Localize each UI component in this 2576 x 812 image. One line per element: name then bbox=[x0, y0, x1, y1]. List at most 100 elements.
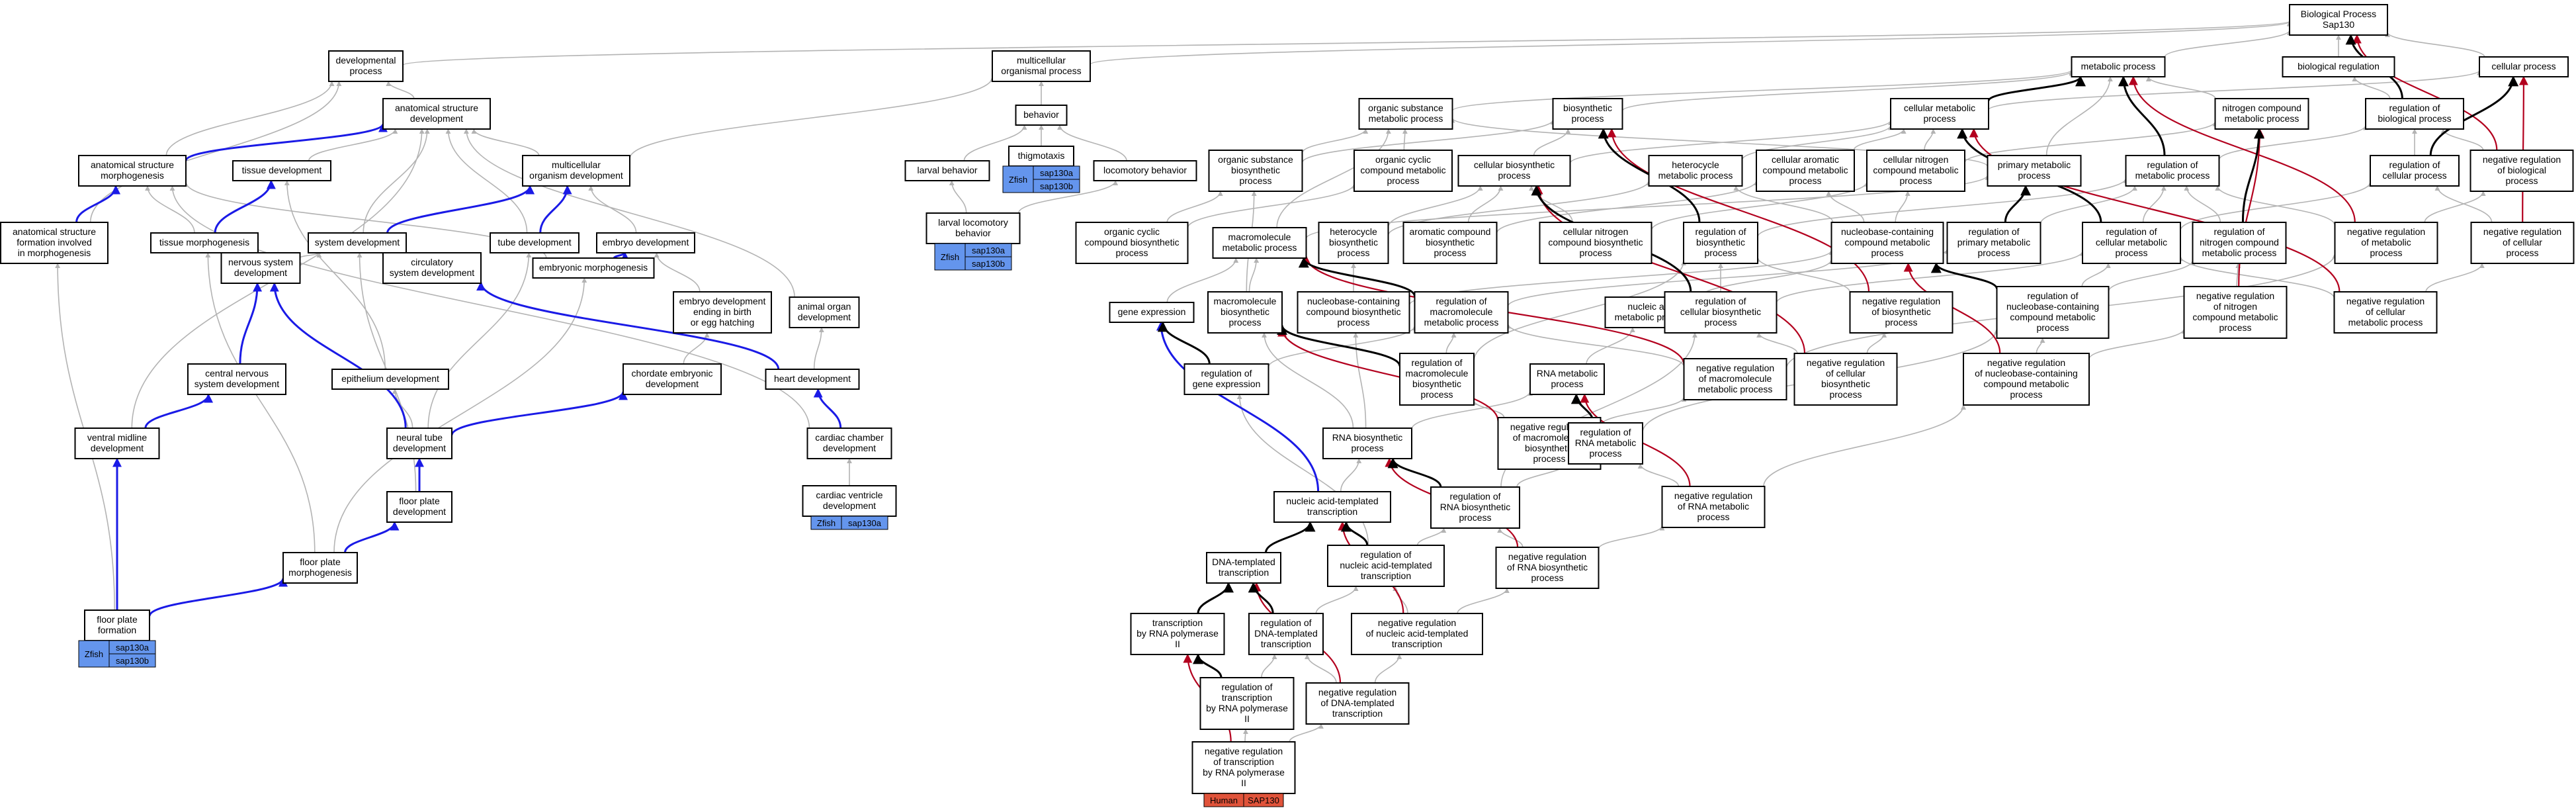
node-larvalbeh[interactable]: larval behavior bbox=[904, 160, 990, 181]
node-regnucmet[interactable]: regulation ofnucleobase-containingcompou… bbox=[1996, 286, 2110, 339]
node-tubedev[interactable]: tube development bbox=[490, 232, 580, 253]
gene-label[interactable]: SAP130 bbox=[1248, 795, 1279, 805]
gene-label[interactable]: sap130a bbox=[1040, 168, 1074, 178]
gene-label[interactable]: sap130a bbox=[848, 518, 882, 528]
node-locobeh[interactable]: locomotory behavior bbox=[1093, 160, 1197, 181]
node-embmorph[interactable]: embryonic morphogenesis bbox=[532, 257, 655, 279]
node-tissuedev[interactable]: tissue development bbox=[232, 160, 331, 181]
node-epidev[interactable]: epithelium development bbox=[331, 369, 449, 390]
gene-label[interactable]: sap130b bbox=[1040, 181, 1073, 191]
gene-label[interactable]: sap130b bbox=[972, 259, 1005, 269]
node-metabolic[interactable]: metabolic process bbox=[2071, 56, 2166, 77]
node-cellproc[interactable]: cellular process bbox=[2479, 56, 2569, 77]
node-sysdev[interactable]: system development bbox=[308, 232, 407, 253]
node-bioreg[interactable]: biological regulation bbox=[2282, 56, 2395, 77]
node-embdev[interactable]: embryo development bbox=[596, 232, 695, 253]
node-tissuemorph[interactable]: tissue morphogenesis bbox=[150, 232, 259, 253]
node-heartdev[interactable]: heart development bbox=[765, 369, 860, 390]
gene-label[interactable]: sap130b bbox=[116, 656, 149, 666]
gene-label[interactable]: sap130a bbox=[116, 643, 150, 653]
node-thigmo[interactable]: thigmotaxis bbox=[1008, 146, 1074, 167]
node-behavior[interactable]: behavior bbox=[1015, 105, 1068, 126]
gene-label[interactable]: sap130a bbox=[972, 246, 1006, 255]
node-regmacrobio[interactable]: regulation ofmacromoleculebiosyntheticpr… bbox=[1399, 353, 1475, 406]
node-geneexp[interactable]: gene expression bbox=[1109, 302, 1195, 323]
